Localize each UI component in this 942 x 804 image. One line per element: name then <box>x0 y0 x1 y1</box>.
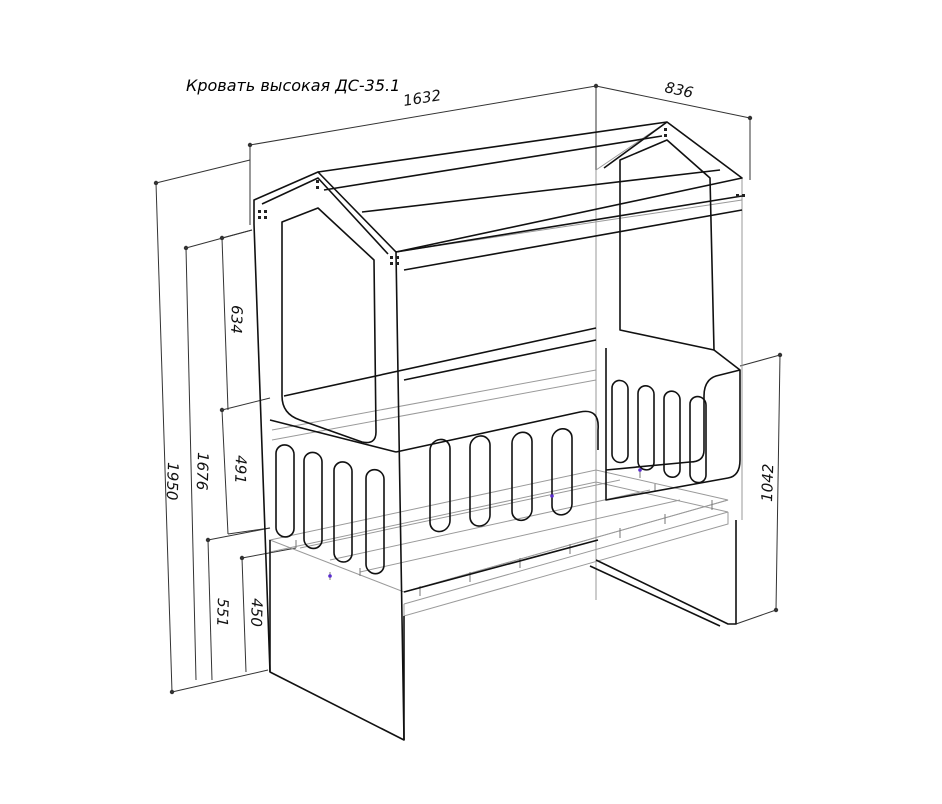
upper-side-rail <box>283 327 597 397</box>
front-slot-1 <box>275 444 295 538</box>
upper-side-rail-2 <box>403 339 597 381</box>
mattress-frame-lower <box>269 481 729 605</box>
front-lower-rail-edge <box>269 419 397 453</box>
dim-1676-line <box>185 247 197 681</box>
visible-structure-lines <box>253 121 743 741</box>
dim-634-label: 634 <box>227 305 246 334</box>
dimension-labels: 1632 836 1950 1676 634 491 551 450 1042 <box>163 78 778 627</box>
dim-1042-ext-bottom <box>735 609 777 625</box>
front-end-panel-inner-edge <box>261 177 389 255</box>
roof-bottom-beam-lower <box>403 209 743 271</box>
dim-450-line <box>241 557 247 673</box>
dim-634-ext-top <box>221 229 253 239</box>
long-rail-lower <box>403 512 729 617</box>
dim-1676-label: 1676 <box>193 452 212 491</box>
dim-551-ext <box>207 527 271 541</box>
rear-window <box>619 139 715 351</box>
dim-total-height-line <box>155 182 173 693</box>
accent-markers <box>328 468 642 578</box>
dim-total-height-ext-top <box>155 159 251 184</box>
roof-ridge-top <box>317 121 743 253</box>
dim-491-ext-top <box>221 397 271 411</box>
roof-inner-beam-1 <box>323 135 663 191</box>
dim-width-label: 1632 <box>402 86 443 110</box>
dim-depth-label: 836 <box>663 78 695 102</box>
dim-total-height-ext-bottom <box>171 669 269 693</box>
long-rail-front <box>403 499 729 593</box>
front-end-slots <box>275 444 385 575</box>
roof-bottom-beam <box>395 195 743 253</box>
upper-ghost-rail <box>271 369 597 441</box>
rear-leg <box>595 520 737 625</box>
rear-slot-1 <box>611 379 629 464</box>
rear-slot-4 <box>689 395 707 484</box>
front-slot-2 <box>303 451 323 550</box>
side-slot-3 <box>511 431 533 522</box>
rear-end-slots <box>611 379 707 484</box>
drawing-title: Кровать высокая ДС-35.1 <box>186 76 401 95</box>
side-rail-bottom <box>403 539 599 593</box>
front-slot-3 <box>333 461 353 563</box>
dim-1042-line <box>775 354 781 611</box>
rear-slot-2 <box>637 385 655 471</box>
front-window <box>281 207 377 444</box>
rear-panel-roof-edge <box>603 121 668 169</box>
dimension-lines <box>153 83 783 695</box>
dim-1042-label: 1042 <box>758 463 777 502</box>
connector-markers <box>258 128 745 265</box>
side-rail-top <box>395 410 599 453</box>
side-slot-2 <box>469 435 491 527</box>
hidden-structure-lines <box>268 121 743 617</box>
dim-1042-ext-top <box>739 354 781 367</box>
rear-leg-bottom <box>589 565 721 627</box>
rear-slot-3 <box>663 390 681 479</box>
dim-634-line <box>221 237 229 411</box>
side-slot-4 <box>551 427 573 516</box>
side-slot-1 <box>429 438 451 533</box>
front-slot-4 <box>365 468 385 575</box>
dim-450-label: 450 <box>247 598 266 627</box>
dim-450-ext <box>241 547 297 559</box>
dim-depth-line <box>595 85 751 119</box>
dim-width-line <box>249 85 597 146</box>
dim-total-height-label: 1950 <box>163 462 182 501</box>
dimension-end-dots <box>153 83 783 695</box>
rear-lower-panel <box>605 348 741 501</box>
roof-inner-beam-2 <box>361 169 721 213</box>
dim-491-line <box>221 409 229 535</box>
dim-551-line <box>207 539 213 681</box>
dim-551-label: 551 <box>213 598 232 627</box>
rear-panel-step <box>713 349 741 371</box>
dim-491-label: 491 <box>231 455 250 484</box>
side-rail-slots <box>429 427 573 533</box>
